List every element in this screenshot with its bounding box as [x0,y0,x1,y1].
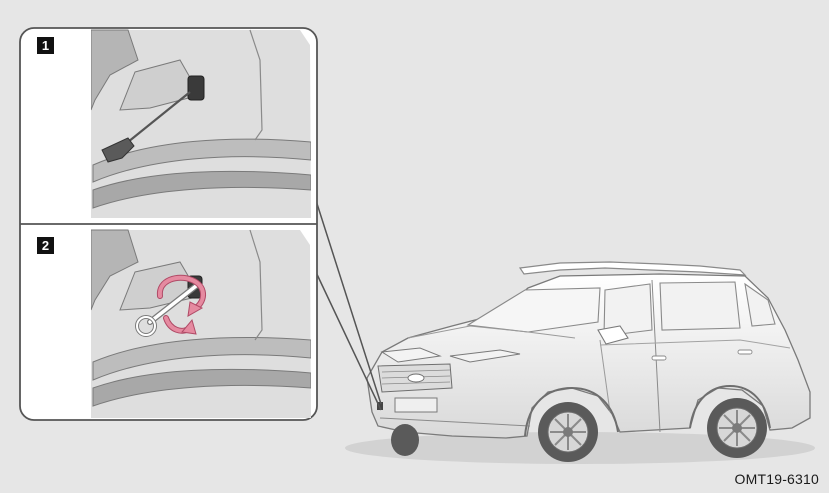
license-plate [395,398,437,412]
step-1-panel [91,30,311,218]
rear-wheel [707,398,767,458]
door-handle [652,356,666,360]
step-2-panel [91,230,311,418]
brand-emblem [408,374,424,382]
door-handle [738,350,752,354]
rear-side-window [660,282,740,330]
tow-hook-cover [188,76,204,100]
figure-code: OMT19-6310 [735,471,819,487]
roof-rail [520,262,745,275]
front-left-wheel [391,424,419,456]
suv-vehicle [345,262,815,464]
front-wheel [538,402,598,462]
step-2-badge: 2 [37,237,54,254]
step-1-badge: 1 [37,37,54,54]
